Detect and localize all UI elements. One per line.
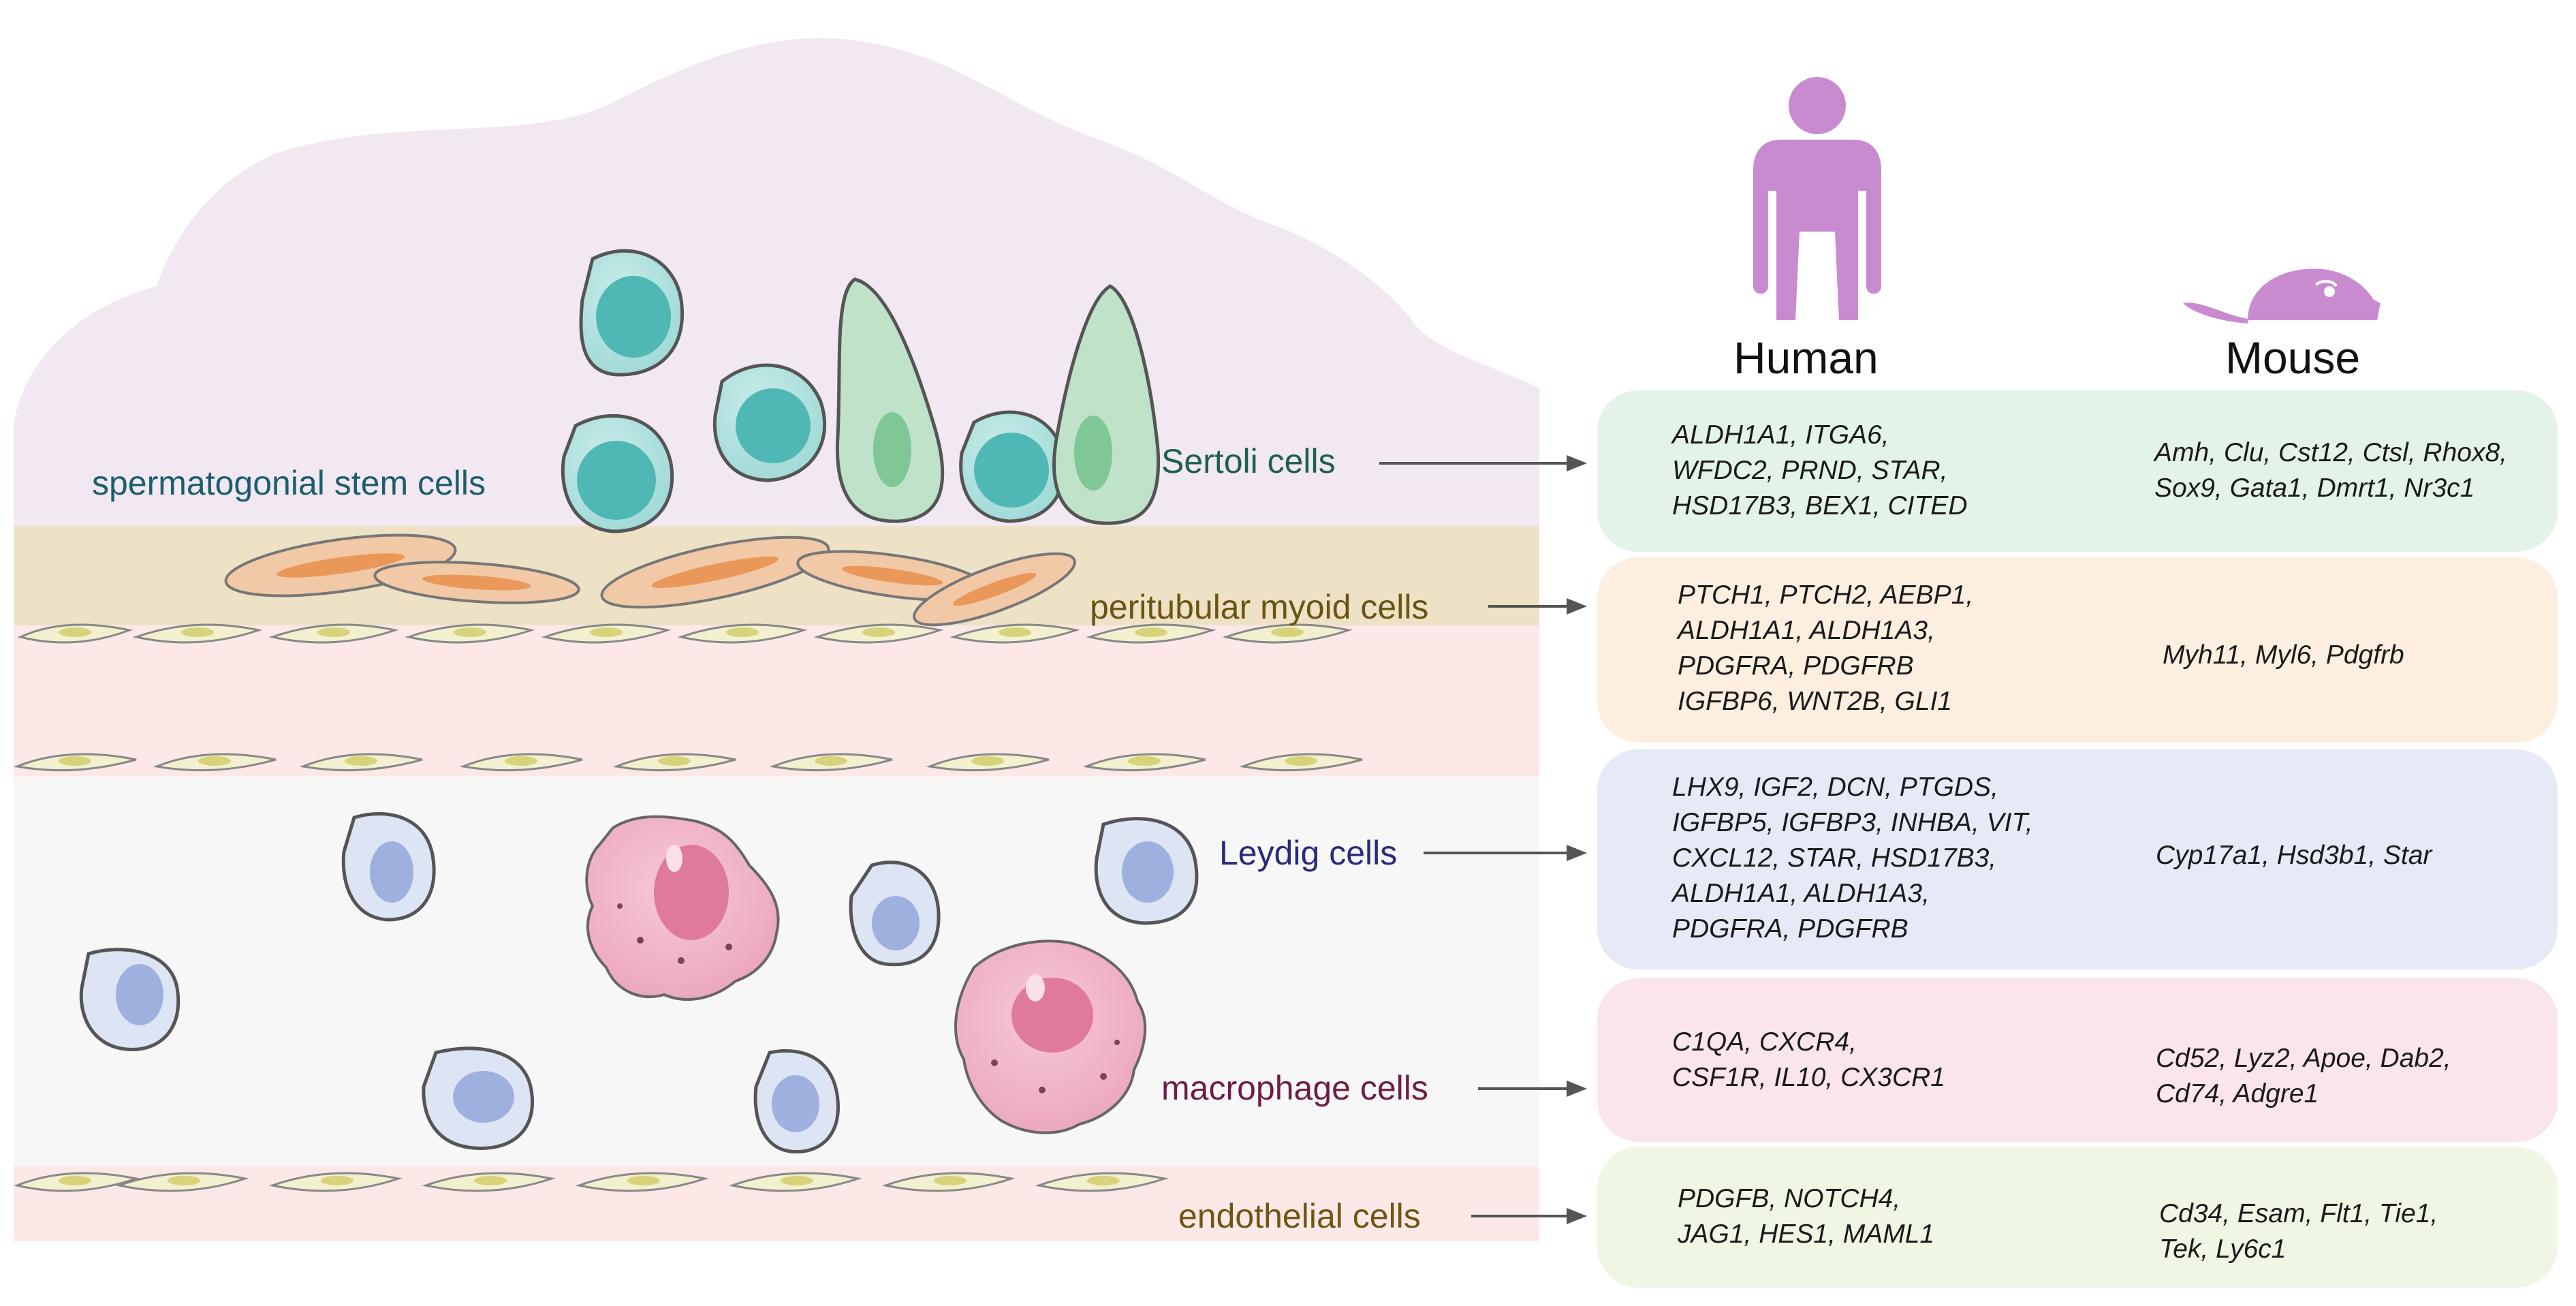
gene-line: HSD17B3, BEX1, CITED [1672, 491, 1968, 520]
marker-box-endothelial: PDGFB, NOTCH4, JAG1, HES1, MAML1 Cd34, E… [1597, 1147, 2558, 1288]
gene-line: Tek, Ly6c1 [2159, 1234, 2287, 1264]
gene-line: IGFBP5, IGFBP3, INHBA, VIT, [1672, 808, 2033, 837]
gene-line: C1QA, CXCR4, [1672, 1027, 1857, 1057]
gene-line: CXCL12, STAR, HSD17B3, [1672, 843, 1997, 873]
marker-box-macrophage: C1QA, CXCR4, CSF1R, IL10, CX3CR1 Cd52, L… [1597, 978, 2558, 1142]
gene-line: PDGFRA, PDGFRB [1672, 914, 1909, 944]
mouse-genes-endothelial: Cd34, Esam, Flt1, Tie1, Tek, Ly6c1 [2159, 1196, 2438, 1267]
column-header-human: Human [1733, 332, 1879, 383]
gene-line: WFDC2, PRND, STAR, [1672, 456, 1948, 485]
gene-line: Cyp17a1, Hsd3b1, Star [2156, 841, 2432, 870]
endothelial-row-top [17, 623, 1353, 644]
gene-line: CSF1R, IL10, CX3CR1 [1672, 1063, 1945, 1092]
mouse-genes-sertoli: Amh, Clu, Cst12, Ctsl, Rhox8, Sox9, Gata… [2154, 435, 2507, 506]
ssc-cells [561, 249, 1066, 533]
mouse-genes-peritubular-myoid: Myh11, Myl6, Pdgfrb [2163, 638, 2404, 673]
gene-line: Cd52, Lyz2, Apoe, Dab2, [2156, 1044, 2451, 1073]
gene-line: Cd74, Adgre1 [2156, 1079, 2319, 1108]
mouse-silhouette-icon [2183, 268, 2381, 324]
gene-line: PDGFB, NOTCH4, [1678, 1184, 1901, 1213]
gene-line: ALDH1A1, ALDH1A3, [1678, 616, 1935, 645]
marker-box-sertoli: ALDH1A1, ITGA6, WFDC2, PRND, STAR, HSD17… [1597, 390, 2558, 552]
marker-box-peritubular-myoid: PTCH1, PTCH2, AEBP1, ALDH1A1, ALDH1A3, P… [1597, 557, 2558, 743]
gene-line: PTCH1, PTCH2, AEBP1, [1678, 580, 1974, 610]
label-peritubular-myoid-cells: peritubular myoid cells [1090, 588, 1429, 626]
human-genes-peritubular-myoid: PTCH1, PTCH2, AEBP1, ALDH1A1, ALDH1A3, P… [1678, 578, 1973, 719]
label-leydig-cells: Leydig cells [1219, 834, 1398, 872]
gene-line: Amh, Clu, Cst12, Ctsl, Rhox8, [2154, 438, 2508, 467]
marker-box-leydig: LHX9, IGF2, DCN, PTGDS, IGFBP5, IGFBP3, … [1597, 749, 2558, 969]
tubule-lumen [14, 38, 1539, 531]
column-header-mouse: Mouse [2225, 332, 2361, 383]
gene-line: ALDH1A1, ALDH1A3, [1672, 879, 1930, 908]
gene-line: JAG1, HES1, MAML1 [1678, 1219, 1935, 1249]
mouse-genes-macrophage: Cd52, Lyz2, Apoe, Dab2, Cd74, Adgre1 [2156, 1041, 2451, 1112]
human-genes-macrophage: C1QA, CXCR4, CSF1R, IL10, CX3CR1 [1672, 1025, 1945, 1095]
gene-line: LHX9, IGF2, DCN, PTGDS, [1672, 773, 1998, 802]
gene-line: Sox9, Gata1, Dmrt1, Nr3c1 [2154, 473, 2475, 503]
label-spermatogonial-stem-cells: spermatogonial stem cells [92, 464, 486, 502]
endothelial-row-middle [13, 753, 1363, 772]
endothelial-row-bottom [14, 1172, 1169, 1192]
human-genes-sertoli: ALDH1A1, ITGA6, WFDC2, PRND, STAR, HSD17… [1672, 418, 1968, 524]
human-silhouette-icon [1753, 77, 1881, 320]
human-genes-leydig: LHX9, IGF2, DCN, PTGDS, IGFBP5, IGFBP3, … [1672, 770, 2033, 947]
label-endothelial-cells: endothelial cells [1178, 1197, 1421, 1235]
mouse-genes-leydig: Cyp17a1, Hsd3b1, Star [2156, 838, 2432, 873]
vessel-band [14, 625, 1539, 777]
sertoli-cell [835, 277, 945, 523]
human-genes-endothelial: PDGFB, NOTCH4, JAG1, HES1, MAML1 [1678, 1181, 1934, 1252]
macrophage-cells [585, 815, 1147, 1134]
gene-line: IGFBP6, WNT2B, GLI1 [1678, 687, 1953, 716]
label-sertoli-cells: Sertoli cells [1161, 442, 1336, 480]
gene-line: Cd34, Esam, Flt1, Tie1, [2159, 1199, 2438, 1228]
label-macrophage-cells: macrophage cells [1161, 1069, 1428, 1107]
gene-line: Myh11, Myl6, Pdgfrb [2163, 640, 2404, 670]
gene-line: PDGFRA, PDGFRB [1678, 651, 1914, 681]
sertoli-cells [835, 277, 1161, 525]
gene-line: ALDH1A1, ITGA6, [1672, 420, 1889, 450]
myoid-cells [224, 533, 1076, 627]
leydig-cells [79, 812, 1199, 1154]
arrow-icon [1379, 455, 1587, 1224]
